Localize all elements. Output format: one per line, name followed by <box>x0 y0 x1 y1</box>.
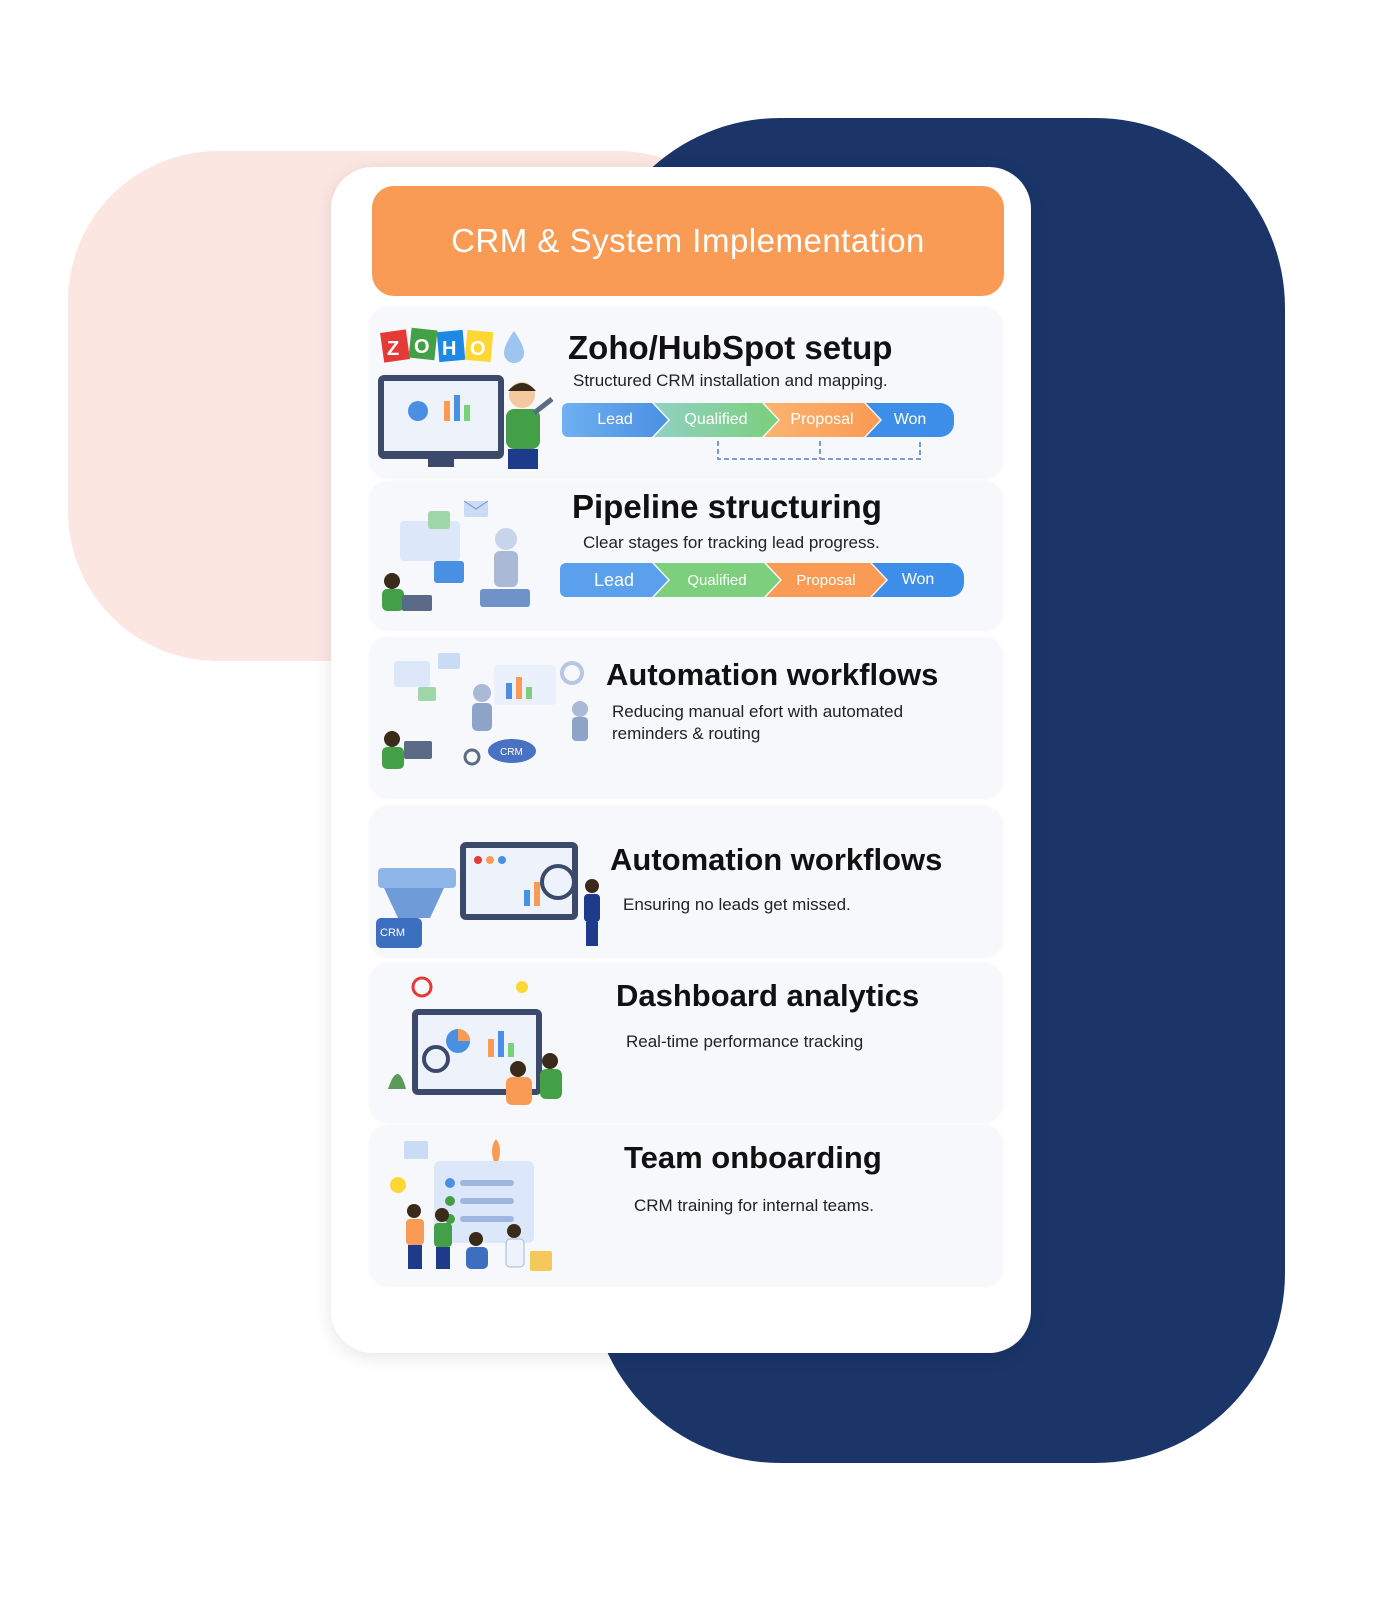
person-icon <box>469 1232 483 1246</box>
crm-bucket-icon <box>376 918 422 948</box>
service-description: Ensuring no leads get missed. <box>623 895 851 914</box>
pipeline-connector <box>717 441 921 460</box>
pipeline-stage: Qualified <box>654 403 778 437</box>
service-row-zoho-setup: Z O H O Zoho/HubSpot setup Structured CR… <box>370 307 1002 477</box>
person-icon <box>542 1053 558 1069</box>
plant-icon <box>388 1074 406 1089</box>
svg-text:H: H <box>442 338 456 360</box>
service-title: Automation workflows <box>606 657 939 692</box>
team-onboarding-illustration <box>390 1139 552 1271</box>
service-title: Dashboard analytics <box>616 978 920 1013</box>
person-icon <box>384 731 400 747</box>
crm-funnel-monitor-illustration: CRM <box>376 842 600 948</box>
lightbulb-icon <box>390 1177 406 1193</box>
robot-icon <box>473 684 491 702</box>
service-description: CRM training for internal teams. <box>634 1196 874 1215</box>
pipeline-stage: Lead <box>560 563 668 597</box>
automation-workflow-illustration: CRM <box>382 653 588 769</box>
wrench-icon <box>532 397 554 415</box>
service-row-pipeline: Pipeline structuring Clear stages for tr… <box>370 481 1002 629</box>
person-icon <box>384 573 400 589</box>
service-title: Team onboarding <box>624 1140 882 1175</box>
svg-text:O: O <box>470 338 486 360</box>
svg-text:Z: Z <box>387 338 399 360</box>
drop-icon <box>504 331 524 363</box>
service-row-automation: CRM Automation workflows Reducing manual… <box>370 637 1002 797</box>
pipeline-stages: Lead Qualified Proposal Won <box>560 563 964 597</box>
crm-badge: CRM <box>380 927 405 939</box>
pipeline-robot-illustration <box>382 500 530 611</box>
pipeline-stage: Proposal <box>766 563 886 597</box>
zoho-logo: Z O H O <box>380 327 494 363</box>
service-title: Zoho/HubSpot setup <box>568 329 893 366</box>
person-icon <box>435 1208 449 1222</box>
laptop-icon <box>404 741 432 759</box>
zoho-crm-setup-illustration: Z O H O <box>378 327 554 469</box>
crm-bowl-icon <box>488 739 536 763</box>
gear-icon <box>560 661 584 685</box>
checkbox-icon <box>428 511 450 529</box>
pipeline-stages: Lead Qualified Proposal Won <box>562 403 954 437</box>
service-description: Real-time performance tracking <box>626 1032 864 1051</box>
pipeline-stage: Proposal <box>764 403 880 437</box>
person-icon <box>507 1224 521 1238</box>
service-title: Automation workflows <box>610 842 943 877</box>
lightbulb-icon <box>516 981 528 993</box>
svg-text:O: O <box>414 336 430 358</box>
pipeline-stage: Lead <box>562 403 668 437</box>
section-header: CRM & System Implementation <box>372 186 1004 296</box>
pipeline-stage: Qualified <box>654 563 780 597</box>
crm-badge: CRM <box>500 747 523 758</box>
search-icon <box>463 748 481 766</box>
mail-icon <box>438 653 460 669</box>
rocket-icon <box>492 1139 500 1167</box>
service-row-automation-2: CRM Automation workflows Ensuring no lea… <box>370 806 1002 956</box>
service-title: Pipeline structuring <box>572 488 882 525</box>
laptop-icon <box>402 595 432 611</box>
pipe-icon <box>378 868 456 888</box>
service-description: Structured CRM installation and mapping. <box>573 371 888 390</box>
dashboard-analytics-illustration <box>388 976 562 1105</box>
magnifier-icon <box>540 864 576 900</box>
service-row-onboarding: Team onboarding CRM training for interna… <box>370 1125 1002 1285</box>
person-icon <box>510 1061 526 1077</box>
gift-icon <box>530 1251 552 1271</box>
service-row-dashboard: Dashboard analytics Real-time performanc… <box>370 963 1002 1121</box>
person-icon <box>407 1204 421 1218</box>
target-icon <box>411 976 433 998</box>
section-title: CRM & System Implementation <box>451 222 925 259</box>
robot-icon <box>495 528 517 550</box>
service-description: Clear stages for tracking lead progress. <box>583 533 880 552</box>
magnifier-icon <box>422 1045 450 1073</box>
person-icon <box>585 879 599 893</box>
service-description: Reducing manual efort with automated rem… <box>612 702 904 743</box>
